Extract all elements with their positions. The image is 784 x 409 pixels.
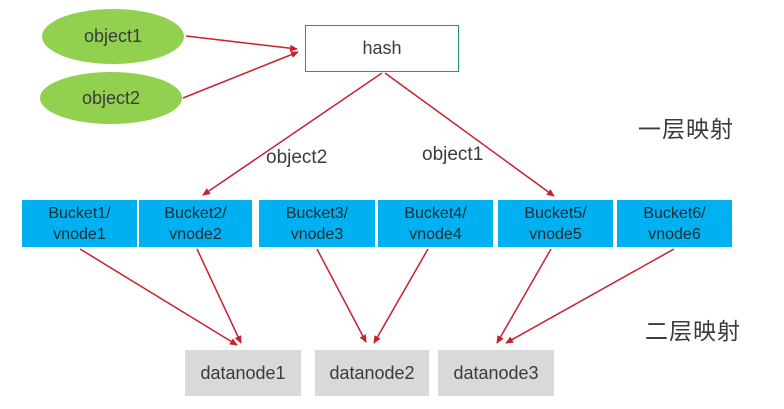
- bucket2-vnode2-box: Bucket2/ vnode2: [139, 200, 252, 247]
- layer2-mapping-label: 二层映射: [645, 318, 741, 344]
- edge-label-object1: object1: [422, 144, 484, 165]
- arrow-object2-to-hash: [182, 51, 299, 99]
- arrow-bucket5-to-datanode3: [496, 248, 552, 344]
- arrow-hash-to-bucket2: [202, 72, 383, 196]
- edge-label-object2: object2: [266, 147, 328, 168]
- datanode2-box: datanode2: [315, 350, 429, 396]
- bucket1-vnode1-box: Bucket1/ vnode1: [22, 200, 137, 247]
- bucket3-vnode3-box: Bucket3/ vnode3: [259, 200, 375, 247]
- arrow-object1-to-hash: [185, 35, 298, 52]
- object2-ellipse: object2: [40, 72, 182, 124]
- arrow-bucket4-to-datanode2: [373, 248, 429, 344]
- layer1-mapping-label: 一层映射: [638, 116, 734, 142]
- object1-ellipse: object1: [42, 9, 184, 64]
- arrow-bucket3-to-datanode2: [316, 248, 367, 343]
- bucket5-vnode5-box: Bucket5/ vnode5: [498, 200, 613, 247]
- arrow-bucket1-to-datanode1: [79, 248, 238, 346]
- bucket4-vnode4-box: Bucket4/ vnode4: [378, 200, 493, 247]
- hash-box: hash: [305, 25, 459, 72]
- datanode1-box: datanode1: [185, 350, 301, 396]
- datanode3-box: datanode3: [438, 350, 554, 396]
- bucket6-vnode6-box: Bucket6/ vnode6: [617, 200, 732, 247]
- arrow-bucket2-to-datanode1: [196, 248, 242, 344]
- arrow-hash-to-bucket5: [384, 72, 555, 197]
